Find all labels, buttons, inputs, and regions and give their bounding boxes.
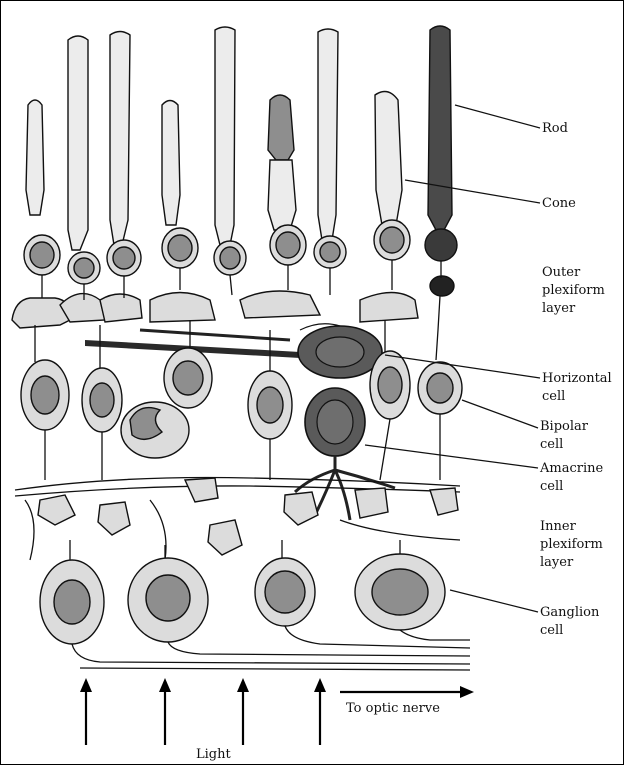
label-inner-plexiform-2: plexiform — [540, 537, 603, 552]
label-amacrine-1: Amacrine — [539, 461, 603, 476]
label-inner-plexiform-1: Inner — [540, 519, 577, 534]
label-rod: Rod — [542, 121, 568, 136]
label-bipolar-2: cell — [540, 437, 563, 452]
label-light: Light — [196, 747, 231, 762]
label-inner-plexiform-3: layer — [540, 555, 574, 570]
optic-nerve-arrow — [340, 686, 474, 698]
ganglion-cells — [40, 540, 445, 644]
photoreceptor-outer-segments — [26, 27, 402, 250]
label-cone: Cone — [542, 196, 576, 211]
optic-nerve-axons — [72, 626, 470, 670]
label-optic-nerve: To optic nerve — [346, 701, 440, 716]
label-ganglion-1: Ganglion — [540, 605, 600, 620]
label-outer-plexiform-3: layer — [542, 301, 576, 316]
label-amacrine-2: cell — [540, 479, 563, 494]
label-outer-plexiform-2: plexiform — [542, 283, 605, 298]
light-arrows — [80, 678, 326, 745]
horizontal-cell — [85, 324, 382, 378]
label-outer-plexiform-1: Outer — [542, 265, 581, 280]
rod-cell — [425, 26, 457, 360]
label-horizontal-1: Horizontal — [542, 371, 612, 386]
label-bipolar-1: Bipolar — [540, 419, 589, 434]
inner-plexiform-fibers — [15, 478, 460, 561]
label-ganglion-2: cell — [540, 623, 563, 638]
label-horizontal-2: cell — [542, 389, 565, 404]
